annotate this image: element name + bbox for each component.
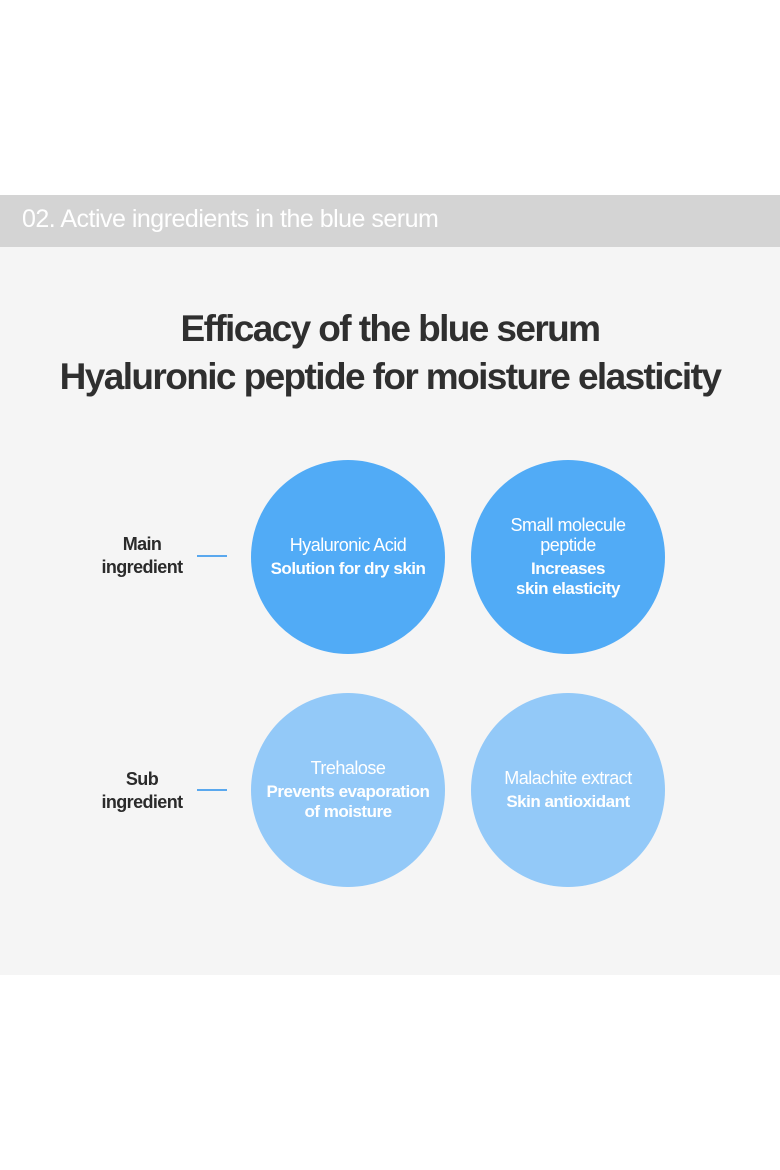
peptide-effect: Increases skin elasticity xyxy=(515,559,621,599)
peptide-name: Small molecule peptide xyxy=(510,515,626,555)
trehalose-effect-line-2: of moisture xyxy=(304,802,392,821)
malachite-circle: Malachite extract Skin antioxidant xyxy=(471,693,665,887)
hyaluronic-name: Hyaluronic Acid xyxy=(289,535,407,555)
main-label-line-2: ingredient xyxy=(101,557,183,577)
section-header: 02. Active ingredients in the blue serum xyxy=(0,195,780,247)
sub-label-line-2: ingredient xyxy=(101,792,183,812)
main-ingredient-label: Main ingredient xyxy=(77,533,207,579)
trehalose-effect-line-1: Prevents evaporation xyxy=(266,782,430,801)
main-label-line-1: Main xyxy=(122,534,162,554)
sub-row-dash xyxy=(197,789,227,791)
peptide-name-line-2: peptide xyxy=(540,535,596,555)
page-title: Efficacy of the blue serum Hyaluronic pe… xyxy=(0,305,780,401)
title-line-2: Hyaluronic peptide for moisture elastici… xyxy=(59,356,722,397)
peptide-effect-line-1: Increases xyxy=(531,559,605,578)
sub-ingredient-label: Sub ingredient xyxy=(77,768,207,814)
hyaluronic-acid-circle: Hyaluronic Acid Solution for dry skin xyxy=(251,460,445,654)
section-header-text: 02. Active ingredients in the blue serum xyxy=(22,205,439,233)
peptide-name-line-1: Small molecule xyxy=(510,515,626,535)
trehalose-circle: Trehalose Prevents evaporation of moistu… xyxy=(251,693,445,887)
trehalose-effect: Prevents evaporation of moisture xyxy=(267,782,430,822)
title-line-1: Efficacy of the blue serum xyxy=(180,308,602,349)
peptide-circle: Small molecule peptide Increases skin el… xyxy=(471,460,665,654)
trehalose-name: Trehalose xyxy=(310,758,386,778)
malachite-effect: Skin antioxidant xyxy=(506,792,630,811)
malachite-name: Malachite extract xyxy=(504,768,632,788)
peptide-effect-line-2: skin elasticity xyxy=(515,579,621,598)
main-row-dash xyxy=(197,555,227,557)
sub-label-line-1: Sub xyxy=(125,769,159,789)
hyaluronic-effect: Solution for dry skin xyxy=(270,559,426,578)
